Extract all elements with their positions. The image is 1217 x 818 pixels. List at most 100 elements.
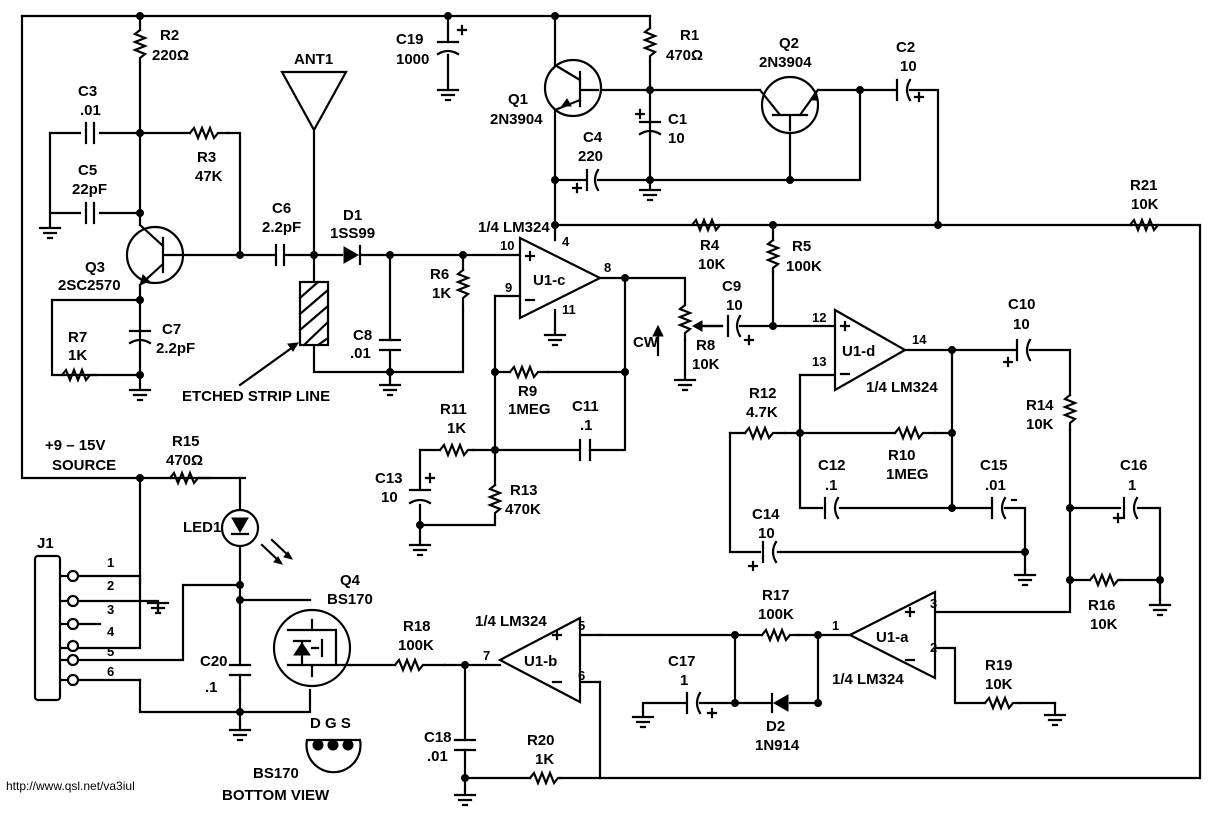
label-c1: C1 — [668, 111, 687, 128]
value-c19: 1000 — [396, 51, 429, 68]
ground-icon — [543, 328, 567, 347]
label-c7: C7 — [162, 321, 181, 338]
label-r8: R8 — [696, 337, 715, 354]
value-r19: 10K — [985, 676, 1013, 693]
capacitor-c17 — [685, 691, 702, 715]
label-u1a: U1-a — [876, 629, 909, 646]
pin-u1c-8: 8 — [604, 260, 611, 275]
value-r11: 1K — [447, 420, 466, 437]
label-c5: C5 — [78, 162, 97, 179]
value-r8: 10K — [692, 356, 720, 373]
value-r21: 10K — [1131, 196, 1159, 213]
value-q3: 2SC2570 — [58, 277, 121, 294]
label-q3: Q3 — [85, 259, 105, 276]
value-c20: .1 — [205, 679, 218, 696]
bs170-bottom-view — [305, 738, 362, 774]
value-r12: 4.7K — [746, 404, 778, 421]
value-c6: 2.2pF — [262, 219, 301, 236]
pin-u1c-10: 10 — [500, 238, 514, 253]
value-c7: 2.2pF — [156, 340, 195, 357]
label-j1: J1 — [37, 535, 54, 552]
resistor-r5 — [765, 238, 781, 274]
value-c12: .1 — [825, 477, 838, 494]
ground-icon — [408, 538, 432, 557]
label-c18: C18 — [424, 729, 452, 746]
resistor-r19 — [983, 695, 1022, 711]
strip-line-inductor — [238, 280, 330, 387]
ground-icon — [1148, 598, 1172, 617]
resistor-r7 — [60, 367, 98, 383]
connector-j1 — [33, 554, 80, 702]
capacitor-c8 — [378, 338, 402, 352]
source-url: http://www.qsl.net/va3iul — [6, 779, 135, 793]
resistor-r15 — [168, 470, 212, 486]
capacitor-c10 — [1015, 338, 1032, 362]
label-c17: C17 — [668, 653, 696, 670]
value-q2: 2N3904 — [759, 54, 812, 71]
resistor-r6 — [455, 268, 471, 312]
label-d2: D2 — [766, 718, 785, 735]
resistor-r1 — [642, 26, 658, 64]
label-led1: LED1 — [183, 519, 221, 536]
q4-pin-labels: D G S — [310, 715, 351, 732]
label-r18: R18 — [403, 618, 431, 635]
label-c16: C16 — [1120, 457, 1148, 474]
ground-icon — [631, 710, 655, 729]
label-q2: Q2 — [779, 35, 799, 52]
pin-u1b-6: 6 — [578, 668, 585, 683]
resistor-r16 — [1088, 572, 1122, 588]
ground-icon — [146, 601, 170, 615]
resistor-r4 — [690, 217, 722, 233]
pin-j1-6: 6 — [107, 664, 114, 679]
value-c18: .01 — [427, 748, 448, 765]
value-r9: 1MEG — [508, 401, 551, 418]
label-r10: R10 — [888, 447, 916, 464]
value-d2: 1N914 — [755, 737, 800, 754]
resistor-r2 — [132, 28, 148, 64]
label-c13: C13 — [375, 470, 403, 487]
resistor-r12 — [743, 425, 787, 441]
label-r9: R9 — [518, 383, 537, 400]
diode-d1 — [343, 244, 362, 266]
value-q1: 2N3904 — [490, 111, 543, 128]
value-r17: 100K — [758, 606, 794, 623]
resistor-r14 — [1062, 393, 1078, 432]
pin-u1b-5: 5 — [578, 618, 585, 633]
cw-label: CW — [633, 334, 659, 351]
label-c11: C11 — [572, 398, 599, 415]
junctions — [136, 12, 1164, 782]
label-r2: R2 — [160, 27, 179, 44]
value-c17: 1 — [680, 672, 688, 689]
value-r1: 470Ω — [666, 47, 703, 64]
resistor-r11 — [438, 442, 475, 458]
label-ant1: ANT1 — [294, 51, 333, 68]
potentiometer-r8 — [677, 303, 693, 342]
ground-icon — [128, 373, 152, 402]
label-c8: C8 — [353, 327, 372, 344]
label-c10: C10 — [1008, 296, 1036, 313]
opamp-u1b — [497, 616, 582, 704]
pin-u1c-4: 4 — [562, 234, 570, 249]
label-u1b: U1-b — [524, 653, 557, 670]
label-d1: D1 — [343, 207, 362, 224]
label-r1: R1 — [680, 27, 699, 44]
resistor-r17 — [760, 627, 800, 643]
transistor-q2 — [758, 75, 820, 135]
pin-u1c-9: 9 — [505, 280, 512, 295]
label-c19: C19 — [396, 31, 424, 48]
value-r10: 1MEG — [886, 466, 929, 483]
opamp-u1a — [847, 590, 937, 680]
value-d1: 1SS99 — [330, 225, 375, 242]
label-r12: R12 — [749, 385, 777, 402]
label-c9: C9 — [722, 278, 741, 295]
label-r6: R6 — [430, 266, 449, 283]
value-c1: 10 — [668, 130, 685, 147]
labels: R2 220Ω C3 .01 C5 22pF R3 47K Q3 2SC2570… — [6, 27, 1159, 804]
value-q4: BS170 — [327, 591, 373, 608]
pin-u1a-2: 2 — [930, 640, 937, 655]
label-r19: R19 — [985, 657, 1013, 674]
pin-u1d-14: 14 — [912, 332, 927, 347]
resistor-r10 — [893, 425, 937, 441]
capacitor-c2 — [895, 78, 912, 102]
